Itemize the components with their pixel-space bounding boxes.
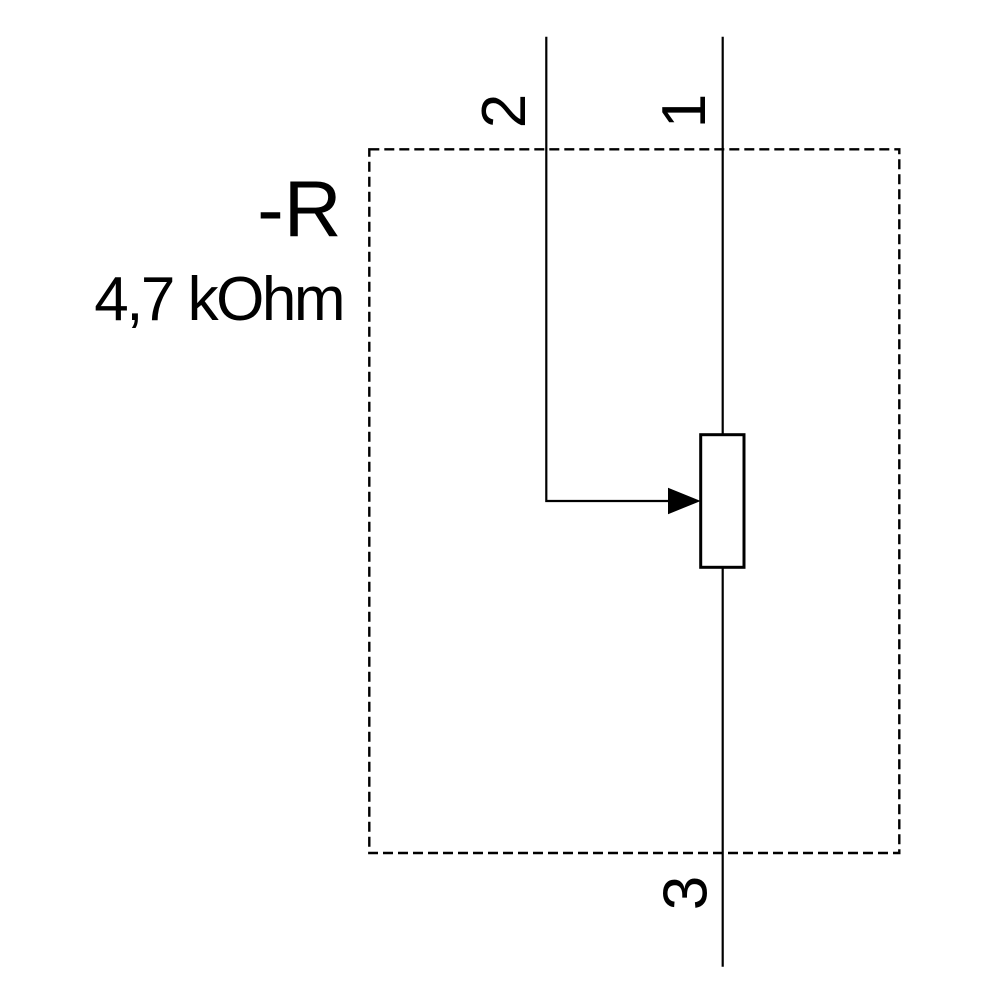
terminal-label-3: 3 <box>652 876 721 910</box>
component-value: 4,7 kOhm <box>94 265 343 334</box>
component-designator: -R <box>257 165 341 254</box>
terminal-2-wiper-lead <box>545 36 670 503</box>
component-boundary-dashed-box <box>368 148 901 855</box>
terminal-label-2: 2 <box>470 94 539 128</box>
resistor-body <box>699 433 746 569</box>
wires-group <box>368 36 901 967</box>
terminal-label-1: 1 <box>650 94 719 128</box>
wiper-arrowhead-icon <box>668 487 701 515</box>
